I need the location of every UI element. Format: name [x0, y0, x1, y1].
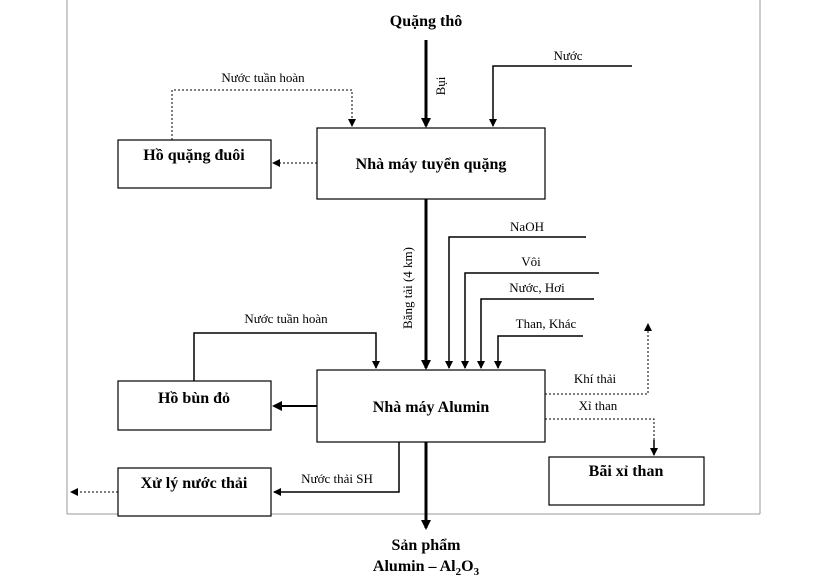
product-title-line2: Alumin – Al2O3	[373, 558, 480, 578]
arrow-recirculated-water-bottom	[193, 332, 380, 381]
label-recirculated-water-top: Nước tuần hoàn	[221, 70, 305, 85]
label-lime: Vôi	[521, 254, 541, 269]
slag-yard-label: Bãi xỉ than	[589, 463, 664, 480]
label-water-steam: Nước, Hơi	[509, 280, 565, 295]
raw-ore-title: Quặng thô	[390, 13, 462, 30]
arrow-coal-other	[494, 335, 583, 369]
wastewater-treatment-label: Xử lý nước thải	[141, 475, 248, 492]
label-conveyor: Băng tải (4 km)	[400, 247, 415, 329]
arrow-lime	[461, 272, 599, 369]
product-name-prefix: Alumin – Al	[373, 558, 456, 575]
arrow-water-steam	[477, 298, 594, 369]
label-sh-wastewater: Nước thải SH	[301, 471, 373, 486]
arrow-exhaust-gas	[545, 323, 652, 395]
label-dust: Bụi	[433, 76, 448, 95]
red-mud-pond-box	[117, 380, 272, 431]
arrow-coal-slag	[545, 418, 655, 455]
beneficiation-plant-box	[316, 127, 546, 200]
arrow-naoh	[445, 236, 586, 369]
product-subscript-3: 3	[474, 566, 480, 578]
arrow-recirculated-water-top	[171, 89, 356, 140]
alumina-plant-box	[316, 369, 546, 443]
label-exhaust-gas: Khí thải	[574, 371, 617, 386]
tailings-pond-box	[117, 139, 272, 189]
product-oxygen: O	[461, 558, 473, 575]
label-recirculated-water-bottom: Nước tuần hoàn	[244, 311, 328, 326]
slag-yard-box	[548, 456, 705, 506]
arrow-sh-wastewater	[273, 442, 400, 496]
label-water: Nước	[553, 48, 582, 63]
alumina-plant-label: Nhà máy Alumin	[373, 399, 490, 416]
label-coal-other: Than, Khác	[516, 316, 577, 331]
arrow-water-input	[489, 65, 632, 127]
label-naoh: NaOH	[510, 219, 544, 234]
beneficiation-plant-label: Nhà máy tuyển quặng	[356, 156, 507, 173]
product-title-line1: Sản phẩm	[392, 537, 462, 554]
product-subscript-2: 2	[456, 566, 462, 578]
red-mud-pond-label: Hồ bùn đỏ	[158, 390, 230, 407]
label-coal-slag: Xỉ than	[579, 398, 618, 413]
tailings-pond-label: Hồ quặng đuôi	[143, 147, 245, 164]
